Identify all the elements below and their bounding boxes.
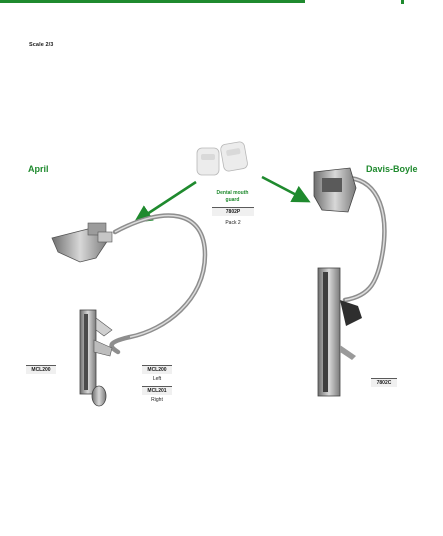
variant-right-code: MCL201	[142, 386, 172, 395]
scale-label: Scale 2/3	[29, 42, 54, 48]
mouth-guard-name: Dental mouth guard	[216, 190, 249, 203]
top-right-tick	[401, 0, 404, 4]
mouth-guard-code: 7802P	[212, 207, 254, 216]
arrow-to-april	[133, 180, 197, 223]
top-green-rule	[0, 0, 305, 3]
davis-boyle-code: 7802C	[371, 378, 397, 387]
davis-boyle-instrument-image	[313, 167, 387, 397]
april-instrument-image	[51, 213, 208, 407]
arrow-to-davis-boyle	[261, 175, 311, 203]
variant-left-side: Left	[152, 376, 162, 382]
april-title: April	[28, 164, 49, 174]
april-code: MCL200	[26, 365, 56, 374]
mouth-guard-image	[196, 141, 248, 176]
mouth-guard-pack: Pack 2	[225, 220, 241, 226]
variant-left-code: MCL200	[142, 365, 172, 374]
variant-right-side: Right	[151, 397, 163, 403]
davis-boyle-title: Davis-Boyle	[366, 164, 418, 174]
